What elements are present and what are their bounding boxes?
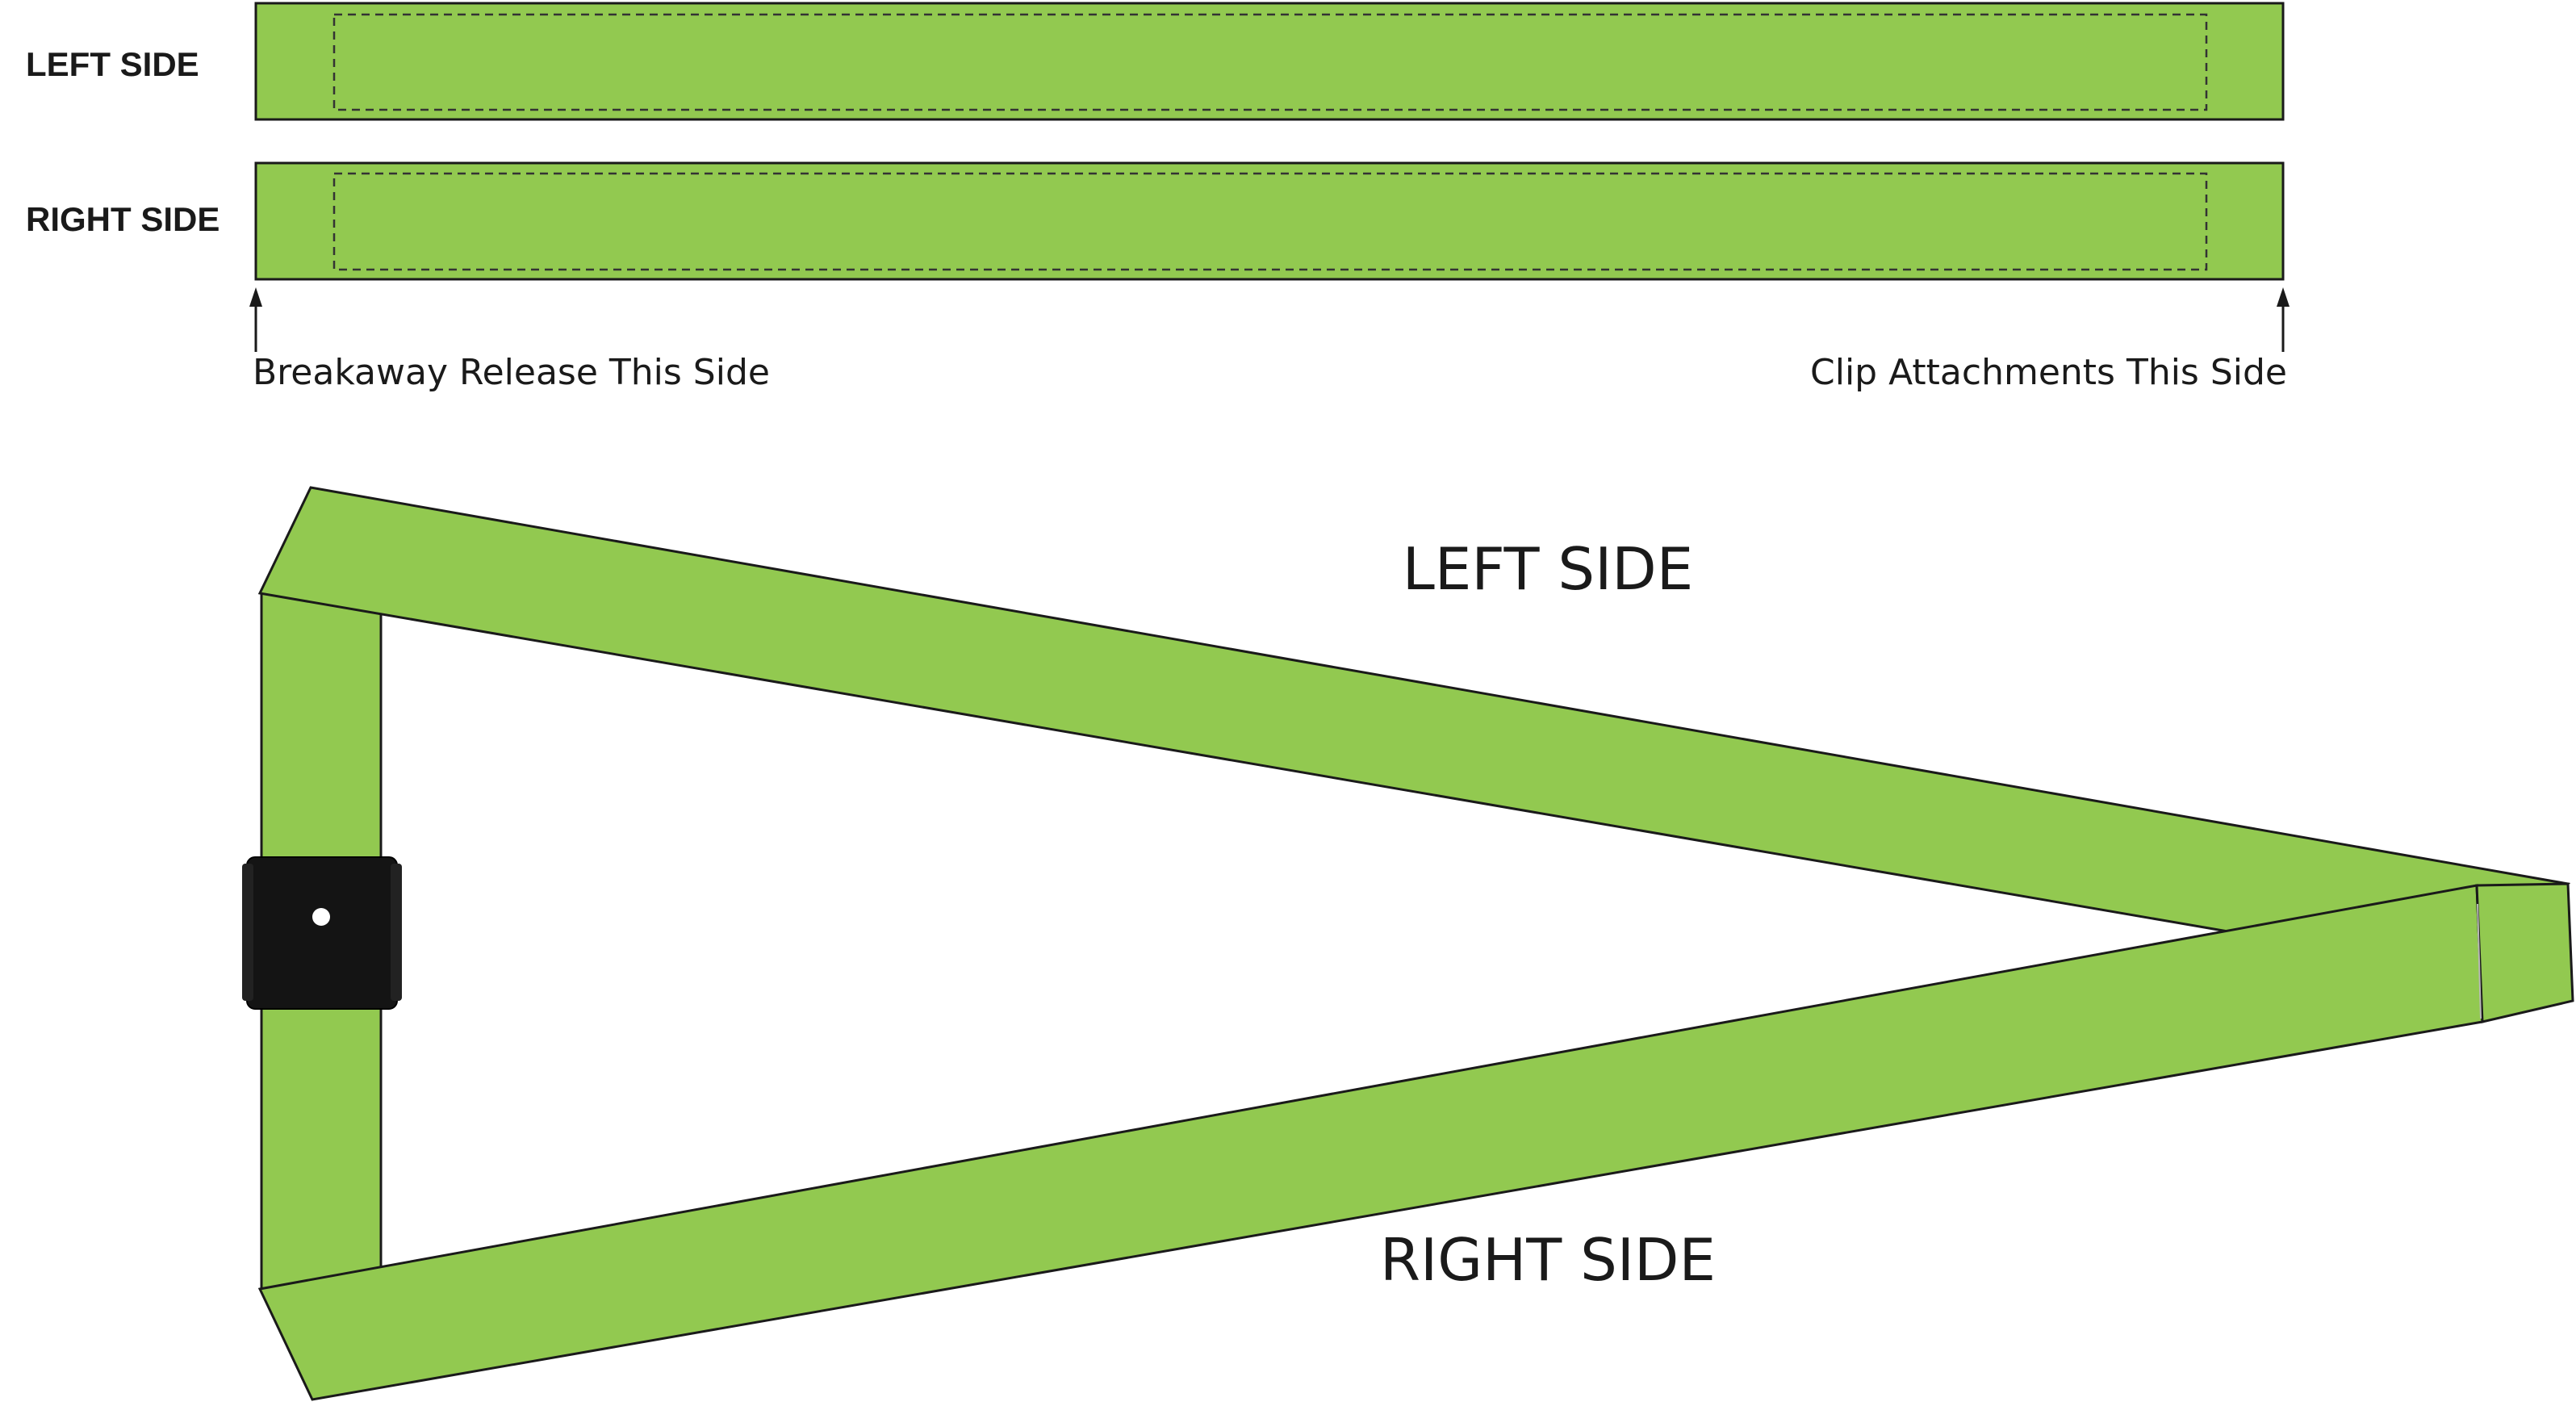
arrow-up-icon [249, 287, 262, 352]
upper-vertical-strap [260, 592, 383, 869]
breakaway-release-note: Breakaway Release This Side [253, 352, 770, 393]
assembled-harness [242, 486, 2574, 1401]
assembled-left-side-label: LEFT SIDE [1403, 535, 1694, 603]
right-strap-flat [254, 161, 2285, 281]
right-side-diagonal-strap [257, 884, 2484, 1401]
left-strap-label: LEFT SIDE [26, 45, 199, 83]
assembled-right-side-label: RIGHT SIDE [1380, 1226, 1716, 1294]
lower-vertical-strap [260, 987, 383, 1291]
strap-tip-fold [2475, 882, 2574, 1023]
left-strap-stitching [332, 13, 2208, 111]
left-strap-flat [254, 2, 2285, 121]
clip-attachments-note: Clip Attachments This Side [1810, 352, 2287, 393]
breakaway-buckle-icon [242, 856, 402, 1010]
right-strap-stitching [332, 172, 2208, 271]
right-strap-label: RIGHT SIDE [26, 200, 220, 238]
arrow-up-icon [2277, 287, 2290, 352]
